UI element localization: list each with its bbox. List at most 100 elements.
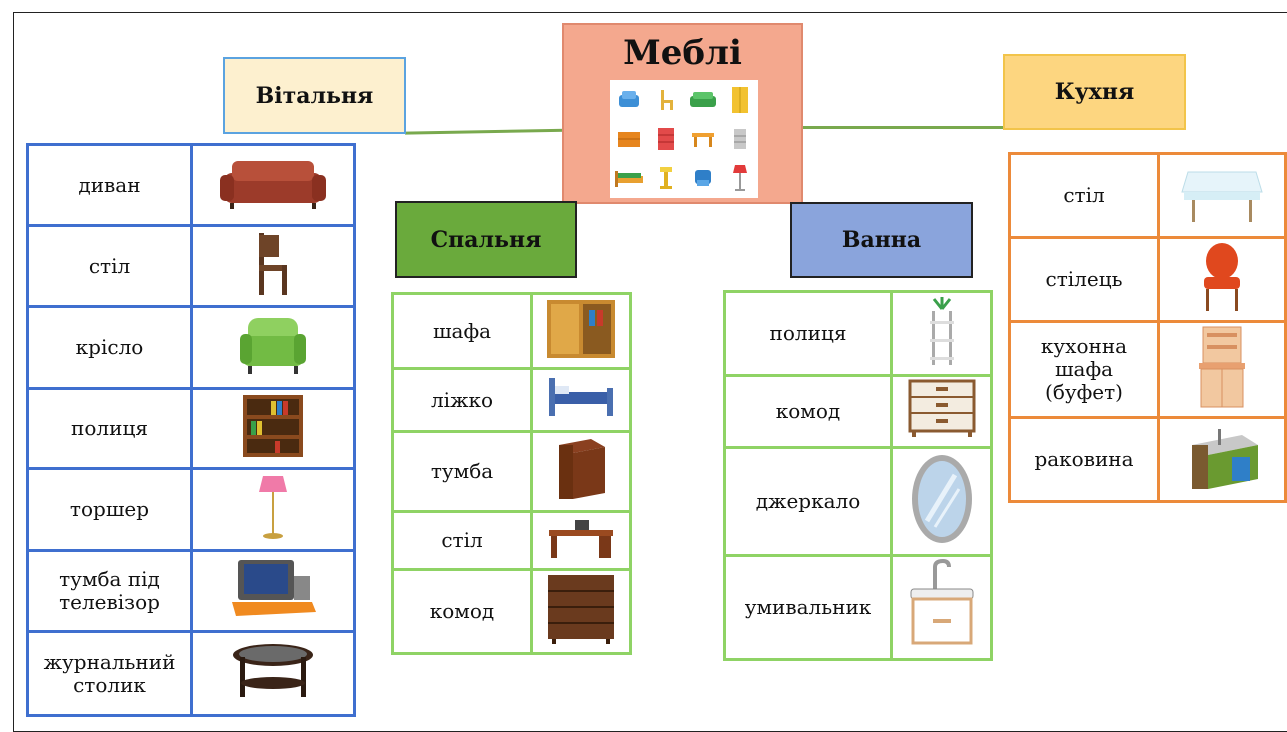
table-row: кухонна шафа (буфет): [1008, 320, 1287, 419]
coffee-table-icon: [233, 644, 313, 697]
stool-icon: [659, 167, 672, 190]
washbasin-icon: [910, 559, 973, 645]
kitchen-table: стіл стілець кухонна шафа (буфет) ракови…: [1008, 152, 1287, 503]
header-bathroom: Ванна: [790, 202, 973, 278]
item-label: комод: [391, 568, 533, 655]
item-label: комод: [723, 374, 893, 449]
item-label: умивальник: [723, 554, 893, 661]
nightstand-icon: [559, 439, 605, 499]
kitchen-chair-picture: [1157, 236, 1287, 323]
table-row: журнальний столик: [26, 630, 356, 717]
bathroom-dresser-picture: [890, 374, 993, 449]
tv-stand-icon: [232, 559, 316, 616]
table-row: раковина: [1008, 416, 1287, 503]
item-label: кухонна шафа (буфет): [1008, 320, 1160, 419]
bookshelf-icon: [243, 395, 303, 457]
header-living-room: Вітальня: [223, 57, 406, 134]
item-label: диван: [26, 143, 193, 227]
chair-icon: [660, 89, 673, 110]
table-row: стіл: [1008, 152, 1287, 239]
armchair-icon: [618, 90, 639, 107]
bathroom-shelf-icon: [929, 297, 954, 365]
bathroom-table: полиця комод джеркало умивальник: [723, 290, 993, 661]
item-label: стіл: [26, 224, 193, 308]
bathroom-shelf-picture: [890, 290, 993, 377]
table-row: комод: [391, 568, 632, 655]
item-label: крісло: [26, 305, 193, 390]
armchair-icon: [240, 318, 306, 374]
sofa-picture: [190, 143, 356, 227]
bed-icon: [614, 171, 643, 188]
washbasin-picture: [890, 554, 993, 661]
kitchen-table-picture: [1157, 152, 1287, 239]
kitchen-chair-icon: [1204, 243, 1240, 311]
center-node: Меблі: [562, 23, 803, 204]
kitchen-cupboard-picture: [1157, 320, 1287, 419]
wardrobe-icon: [547, 299, 615, 358]
item-label: тумба під телевізор: [26, 549, 193, 633]
table-row: стілець: [1008, 236, 1287, 323]
mirror-icon: [911, 455, 972, 543]
lamp-icon: [732, 165, 747, 192]
table-row: тумба під телевізор: [26, 549, 356, 633]
wardrobe-picture: [530, 292, 632, 370]
table-row: крісло: [26, 305, 356, 390]
table-row: стіл: [26, 224, 356, 308]
item-label: журнальний столик: [26, 630, 193, 717]
bedroom-table: шафа ліжко тумба стіл комод: [391, 292, 632, 655]
table-row: стіл: [391, 510, 632, 571]
header-kitchen: Кухня: [1003, 54, 1186, 130]
table-row: диван: [26, 143, 356, 227]
nightstand-picture: [530, 430, 632, 513]
living-room-table: диван стіл крісло полиця торшер тумба пі…: [26, 143, 356, 717]
sink-picture: [1157, 416, 1287, 503]
table-row: комод: [723, 374, 993, 449]
table-icon: [691, 132, 714, 147]
desk-icon: [549, 520, 613, 558]
table-row: торшер: [26, 467, 356, 552]
chest-of-drawers-picture: [530, 568, 632, 655]
chair-blue-icon: [694, 170, 711, 187]
item-label: стілець: [1008, 236, 1160, 323]
table-row: шафа: [391, 292, 632, 370]
item-label: шафа: [391, 292, 533, 370]
item-label: стіл: [391, 510, 533, 571]
table-row: полиця: [26, 387, 356, 470]
item-label: полиця: [26, 387, 193, 470]
item-label: раковина: [1008, 416, 1160, 503]
item-label: полиця: [723, 290, 893, 377]
table-row: тумба: [391, 430, 632, 513]
sofa-icon: [689, 91, 716, 107]
chest-of-drawers-icon: [548, 575, 614, 644]
bathroom-dresser-icon: [908, 379, 975, 437]
item-label: тумба: [391, 430, 533, 513]
table-row: ліжко: [391, 367, 632, 433]
furniture-icon-grid: [610, 80, 758, 198]
tv-stand-picture: [190, 549, 356, 633]
table-row: джеркало: [723, 446, 993, 557]
item-label: ліжко: [391, 367, 533, 433]
wardrobe-icon: [731, 86, 748, 113]
bed-icon: [549, 377, 613, 416]
shelf-icon: [733, 128, 746, 149]
sofa-icon: [220, 160, 326, 209]
connector-kitchen: [803, 126, 1003, 129]
item-label: стіл: [1008, 152, 1160, 239]
armchair-picture: [190, 305, 356, 390]
floor-lamp-picture: [190, 467, 356, 552]
bed-picture: [530, 367, 632, 433]
mirror-picture: [890, 446, 993, 557]
center-title: Меблі: [623, 33, 742, 73]
table-row: полиця: [723, 290, 993, 377]
coffee-table-picture: [190, 630, 356, 717]
floor-lamp-icon: [259, 476, 287, 539]
kitchen-cupboard-icon: [1199, 326, 1245, 408]
item-label: джеркало: [723, 446, 893, 557]
dresser-icon: [617, 131, 640, 147]
item-label: торшер: [26, 467, 193, 552]
header-bedroom: Спальня: [395, 201, 577, 278]
table-row: умивальник: [723, 554, 993, 661]
chair-picture: [190, 224, 356, 308]
kitchen-table-icon: [1181, 171, 1263, 222]
desk-picture: [530, 510, 632, 571]
